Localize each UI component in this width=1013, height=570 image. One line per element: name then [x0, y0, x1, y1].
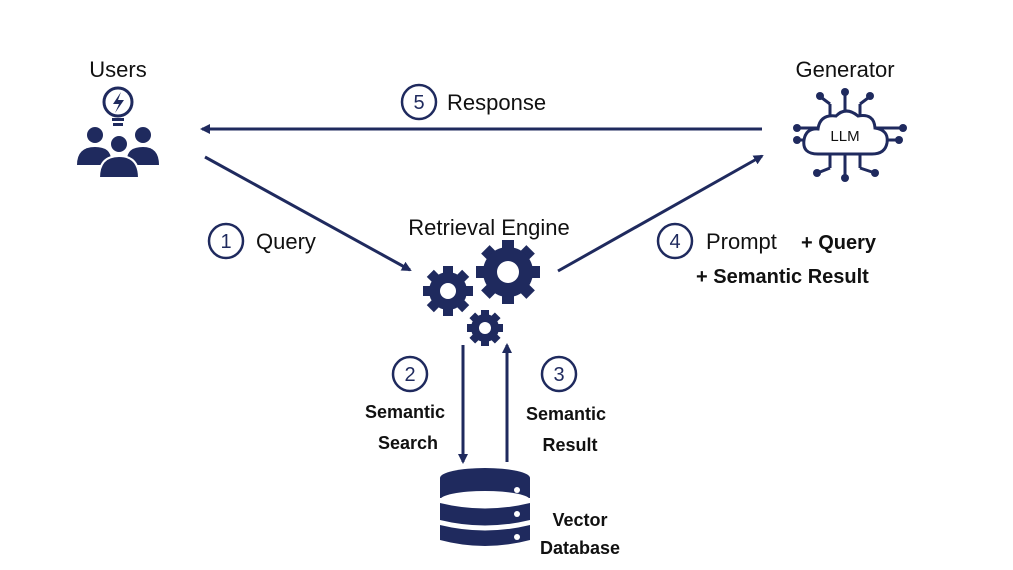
step-3-marker: 3	[540, 355, 578, 393]
step-5-marker: 5	[400, 83, 438, 121]
step-1-marker: 1	[207, 222, 245, 260]
step-2-marker: 2	[391, 355, 429, 393]
arrow-query	[204, 155, 412, 272]
step-4-label-part1: Prompt	[706, 229, 777, 254]
database-label-line2: Database	[540, 538, 620, 558]
step-4-label-line2: + Semantic Result	[696, 266, 869, 288]
step-4-marker: 4	[656, 222, 694, 260]
step-2-number: 2	[404, 364, 415, 386]
retrieval-engine-label: Retrieval Engine	[408, 215, 569, 240]
gears-icon	[423, 240, 540, 346]
arrow-prompt	[557, 154, 764, 273]
step-2-label-line1: Semantic	[365, 402, 445, 422]
database-icon	[440, 468, 530, 546]
database-label-line1: Vector	[552, 510, 607, 530]
step-1-label: Query	[256, 229, 316, 254]
step-3-number: 3	[553, 364, 564, 386]
step-3-label-line2: Result	[542, 435, 597, 455]
step-5-number: 5	[413, 92, 424, 114]
llm-cloud-icon	[793, 88, 907, 182]
llm-label: LLM	[830, 128, 859, 145]
step-4-label-part2: + Query	[801, 232, 877, 254]
step-5-label: Response	[447, 90, 546, 115]
generator-label: Generator	[795, 57, 894, 82]
users-label: Users	[89, 57, 146, 82]
step-2-label-line2: Search	[378, 433, 438, 453]
users-icon	[77, 86, 159, 179]
step-1-number: 1	[220, 231, 231, 253]
step-4-number: 4	[669, 231, 680, 253]
step-3-label-line1: Semantic	[526, 404, 606, 424]
